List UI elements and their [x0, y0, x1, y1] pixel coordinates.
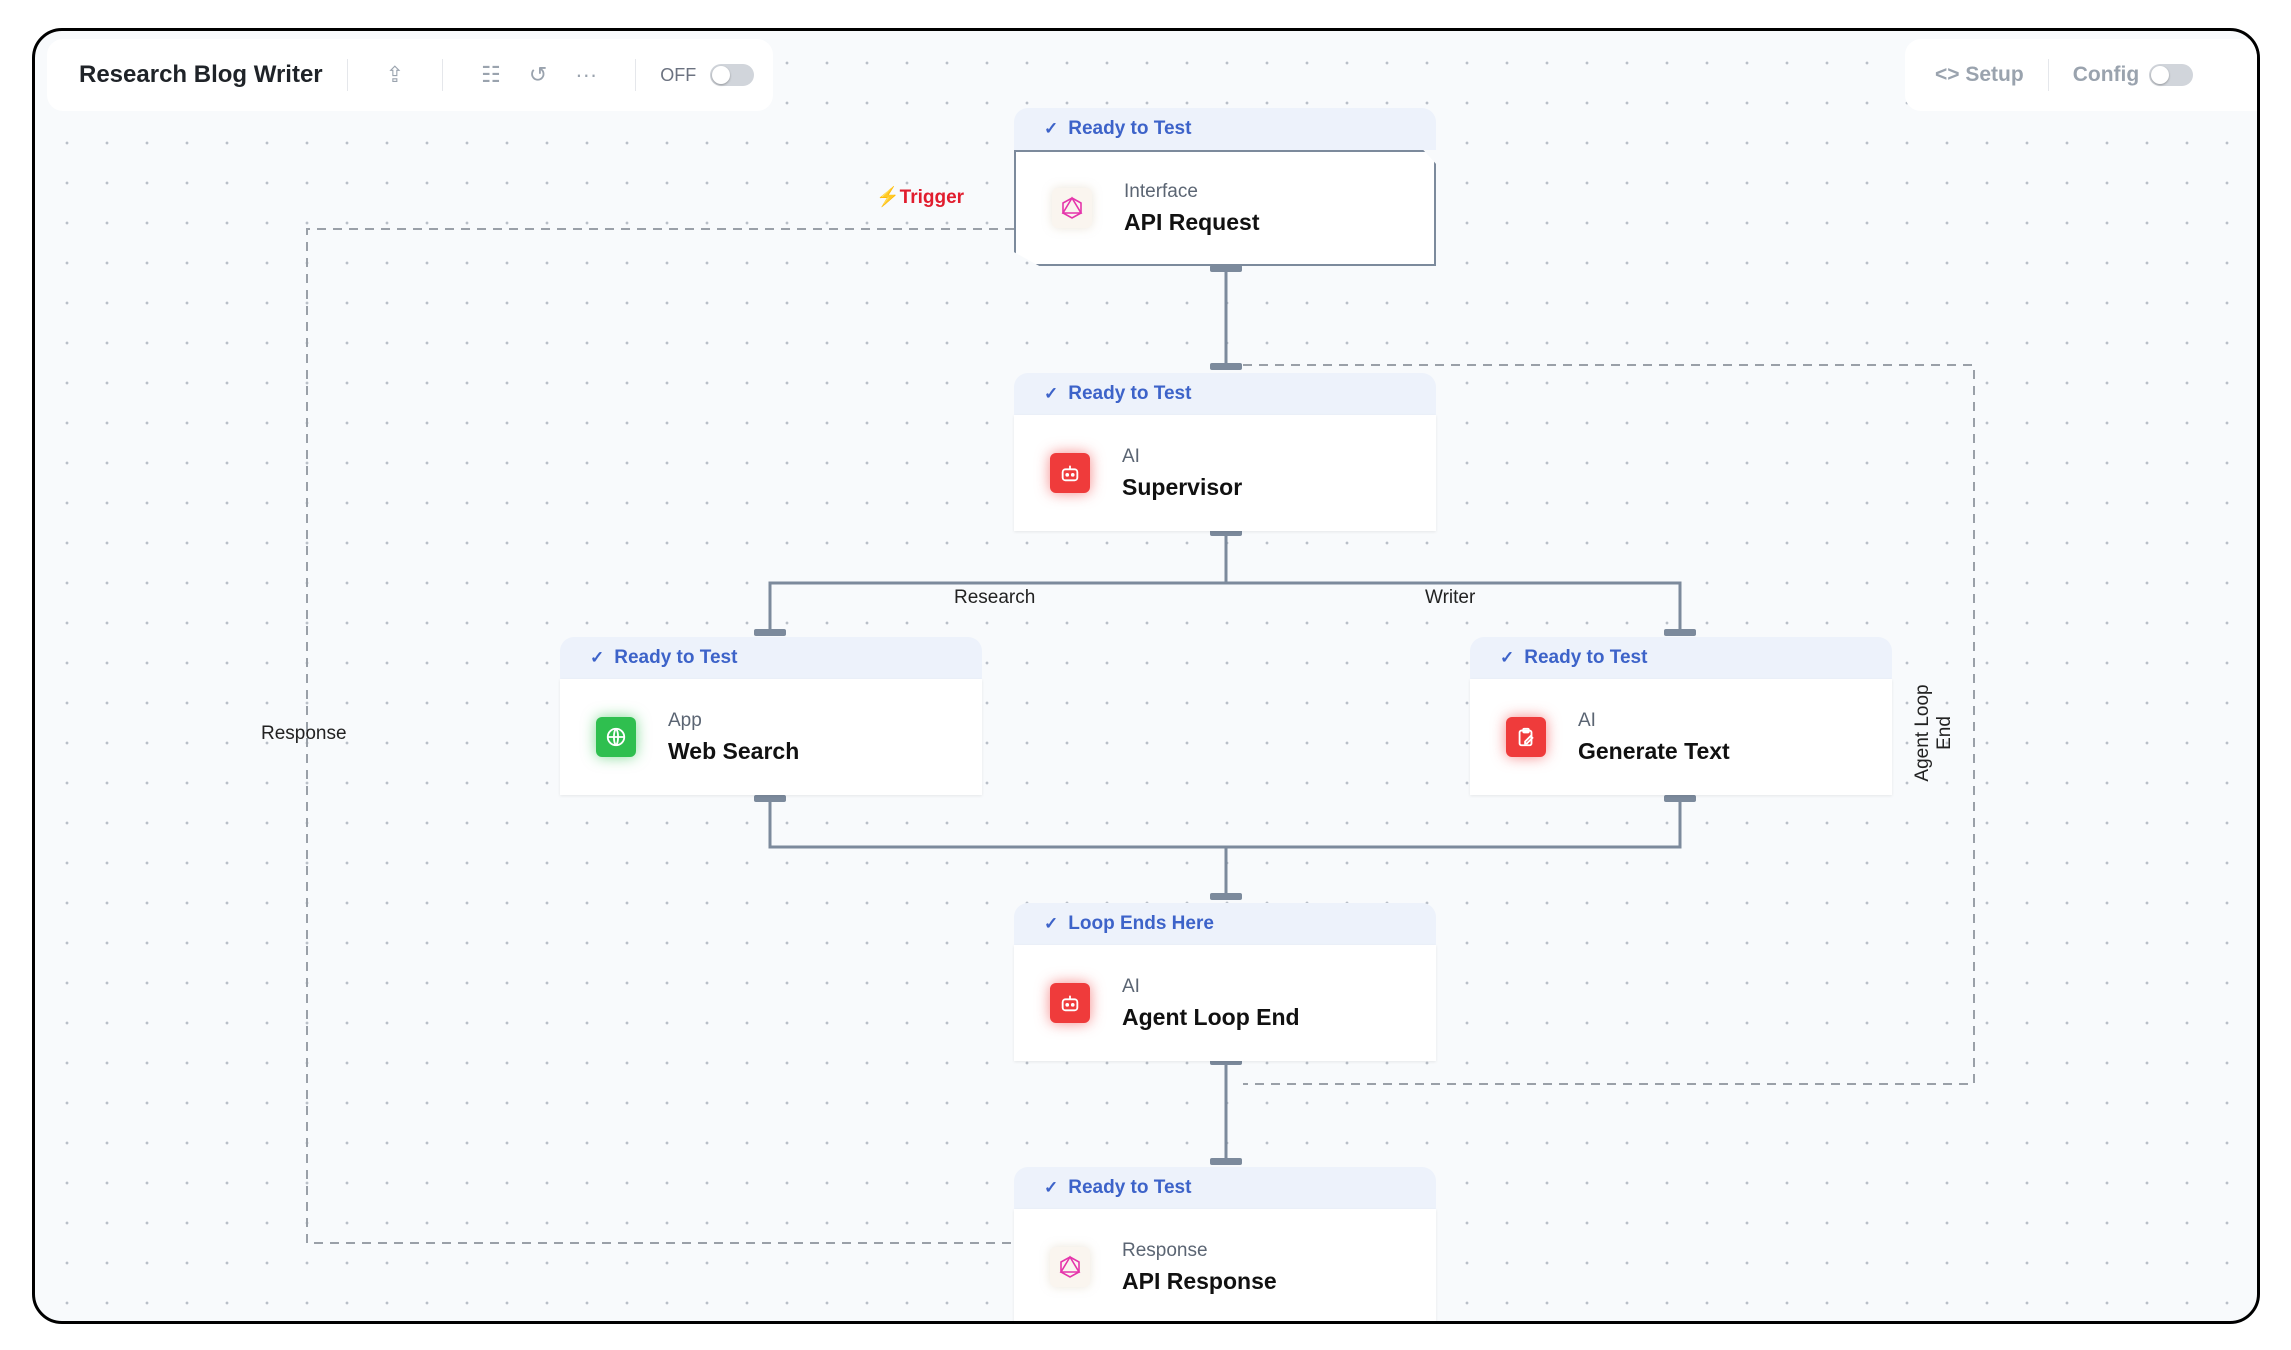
check-icon: ✓ [1044, 1178, 1059, 1197]
config-toggle[interactable] [2149, 64, 2194, 86]
node-status: ✓ Ready to Test [560, 637, 982, 679]
writer-edge-label: Writer [1425, 587, 1476, 608]
status-text: Ready to Test [1068, 383, 1192, 404]
toggle-label: OFF [660, 64, 697, 85]
trigger-label: ⚡Trigger [876, 187, 965, 208]
graphql-icon [1050, 1247, 1090, 1287]
node-name: Supervisor [1122, 473, 1243, 500]
edge-supervisor-branch [768, 529, 1682, 631]
setup-button[interactable]: <> Setup [1935, 63, 2024, 87]
response-edge-label: Response [261, 723, 347, 744]
node-agent-loop-end[interactable]: ✓ Loop Ends Here AI Agent Loop End [1014, 903, 1436, 1061]
history-icon[interactable]: ↺ [528, 62, 548, 87]
check-icon: ✓ [1044, 384, 1059, 403]
node-status: ✓ Ready to Test [1014, 373, 1436, 415]
setup-label: Setup [1965, 63, 2024, 86]
node-status: ✓ Ready to Test [1014, 108, 1436, 150]
status-text: Ready to Test [1068, 118, 1192, 139]
node-generate-text[interactable]: ✓ Ready to Test AI Generate Text [1470, 637, 1892, 795]
workflow-title: Research Blog Writer [79, 61, 323, 88]
check-icon: ✓ [1500, 648, 1515, 667]
node-name: Agent Loop End [1122, 1003, 1300, 1030]
node-category: Interface [1124, 180, 1198, 202]
node-category: App [668, 709, 702, 731]
workflow-toggle[interactable] [710, 64, 755, 86]
node-status: ✓ Loop Ends Here [1014, 903, 1436, 945]
research-edge-label: Research [954, 587, 1036, 608]
check-icon: ✓ [1044, 119, 1059, 138]
node-status: ✓ Ready to Test [1014, 1167, 1436, 1209]
code-icon: <> [1935, 63, 1960, 86]
agent-loop-end-edge-label: Agent Loop End [1912, 684, 1955, 782]
check-icon: ✓ [1044, 914, 1059, 933]
share-upload-icon[interactable]: ⇪ [385, 62, 405, 87]
node-category: AI [1122, 445, 1140, 467]
check-icon: ✓ [590, 648, 605, 667]
globe-icon [596, 717, 636, 757]
node-name: Web Search [668, 737, 800, 764]
status-text: Ready to Test [1068, 1177, 1192, 1198]
edge-branch-merge [768, 795, 1682, 897]
node-status: ✓ Ready to Test [1470, 637, 1892, 679]
status-text: Ready to Test [1524, 647, 1648, 668]
node-category: AI [1122, 975, 1140, 997]
graphql-icon [1052, 188, 1092, 228]
agent-loop-line [1243, 364, 1975, 1085]
robot-icon [1050, 983, 1090, 1023]
status-text: Ready to Test [614, 647, 738, 668]
workflow-canvas[interactable]: Research Blog Writer ⇪ ☷ ↺ ··· OFF <> Se… [32, 28, 2260, 1324]
node-category: AI [1578, 709, 1596, 731]
status-text: Loop Ends Here [1068, 913, 1214, 934]
more-icon[interactable]: ··· [575, 62, 598, 87]
config-label: Config [2072, 63, 2140, 86]
node-category: Response [1122, 1239, 1208, 1261]
right-toolbar: <> Setup Config [1905, 39, 2257, 111]
node-name: Generate Text [1578, 737, 1730, 764]
robot-icon [1050, 453, 1090, 493]
trigger-response-loop-line [306, 228, 1014, 1244]
node-name: API Response [1122, 1267, 1277, 1294]
node-name: API Request [1124, 208, 1260, 235]
node-supervisor[interactable]: ✓ Ready to Test AI Supervisor [1014, 373, 1436, 531]
list-icon[interactable]: ☷ [481, 62, 501, 87]
top-toolbar: Research Blog Writer ⇪ ☷ ↺ ··· OFF [47, 39, 773, 111]
clipboard-edit-icon [1506, 717, 1546, 757]
